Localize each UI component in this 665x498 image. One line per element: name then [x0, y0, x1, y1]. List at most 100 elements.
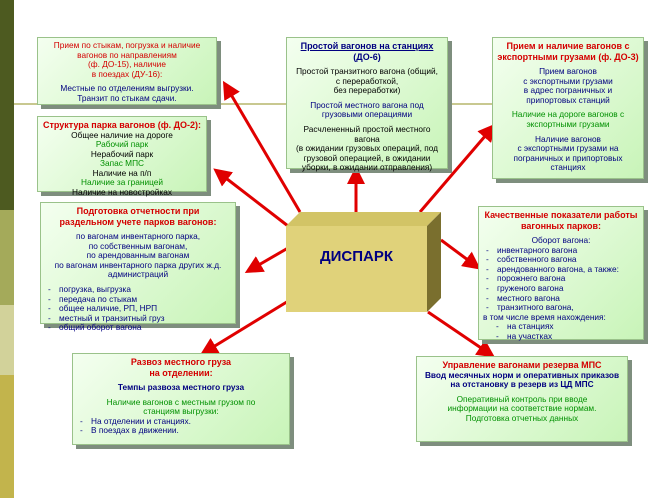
reporting-line: по вагонам инвентарного парка, — [75, 231, 201, 241]
quality-bullet: порожнего вагона — [483, 274, 639, 284]
idle-item: Расчлененный простой местного — [303, 123, 431, 134]
quality-title: Качественные показатели работы — [484, 210, 638, 220]
quality-bullet: груженого вагона — [483, 283, 639, 294]
reserve-line: Ввод месячных норм и оперативных приказо… — [424, 369, 620, 380]
quality-bullet: транзитного вагона, — [483, 303, 639, 313]
center-block: ДИСПАРК — [286, 212, 441, 312]
arrow-to-arrival — [222, 80, 302, 213]
quality-tail-bullet: на станциях — [493, 322, 639, 332]
structure-title: Структура парка вагонов (ф. ДО-2): — [42, 120, 202, 130]
local-title: на отделении: — [149, 367, 213, 378]
idle-item: грузовыми операциями — [321, 109, 413, 120]
reporting-bullet: местный и транзитный груз — [45, 313, 231, 324]
local-line: Наличие вагонов с местным грузом по — [106, 396, 256, 407]
idle-item: (в ожидании грузовых операций, под — [296, 143, 438, 154]
reporting-title: раздельном учете парков вагонов: — [59, 216, 217, 227]
local-title: Развоз местного груза — [130, 357, 232, 367]
arrow-to-reserve — [427, 310, 495, 358]
reporting-bullets: погрузка, выгрузка передача по стыкам об… — [45, 284, 231, 333]
box-reserve: Управление вагонами резерва МПС Ввод мес… — [416, 356, 628, 442]
export-line: Наличие на дороге вагонов с — [511, 109, 625, 120]
box-export: Прием и наличие вагонов с экспортными гр… — [492, 37, 644, 179]
box-reporting: Подготовка отчетности при раздельном уче… — [40, 202, 236, 333]
quality-title: вагонных парков: — [521, 220, 601, 231]
local-line: станциям выгрузки: — [143, 406, 219, 417]
idle-item: грузовой операцией, в ожидании — [303, 152, 431, 163]
export-line: припортовых станций — [526, 94, 610, 105]
center-label: ДИСПАРК — [319, 248, 394, 265]
quality-bullet: арендованного вагона, а также: — [483, 264, 639, 275]
quality-bullet: местного вагона — [483, 293, 639, 304]
export-line: Наличие вагонов — [535, 133, 601, 144]
idle-item: Простой транзитного вагона (общий, — [296, 66, 438, 76]
quality-sub: Оборот вагона: — [531, 235, 591, 245]
center-block-shape — [286, 212, 441, 312]
reporting-line: администраций — [107, 269, 169, 280]
box-idle: Простой вагонов на станциях (ДО-6) Прост… — [286, 37, 448, 172]
box-local: Развоз местного груза на отделении: Темп… — [72, 353, 290, 445]
arrival-line: вагонов по направлениям — [77, 49, 177, 60]
reporting-bullet: погрузка, выгрузка — [45, 284, 231, 295]
arrow-to-quality — [440, 238, 481, 270]
arrival-note: Местные по отделениям выгрузки. — [60, 83, 194, 94]
idle-item: уборки, в ожидании отправления) — [301, 162, 433, 173]
quality-tail-bullet: на участках — [493, 331, 639, 342]
arrival-line: (ф. ДО-15), наличие — [88, 59, 166, 70]
left-accent-bar — [0, 0, 14, 498]
structure-item: Рабочий парк — [95, 139, 149, 150]
export-line: Прием вагонов — [539, 66, 597, 76]
reporting-line: по вагонам инвентарного парка других ж.д… — [54, 259, 222, 270]
reserve-line: Оперативный контроль при вводе — [456, 393, 588, 404]
reserve-line: на отстановку в резерв из ЦД МПС — [450, 379, 594, 390]
idle-title: Простой вагонов на станциях — [300, 41, 434, 51]
reserve-title: Управление вагонами резерва МПС — [442, 360, 602, 370]
quality-bullets: инвентарного вагона собственного вагона … — [483, 245, 639, 313]
arrow-to-export — [418, 123, 496, 213]
export-line: с экспортными грузами — [523, 75, 613, 86]
export-title: Прием и наличие вагонов с — [506, 41, 630, 51]
arrow-to-local — [199, 298, 291, 356]
box-quality: Качественные показатели работы вагонных … — [478, 206, 644, 341]
structure-item: Наличие на новостройках — [72, 187, 172, 198]
reporting-bullet: передача по стыкам — [45, 294, 231, 305]
idle-item: с переработкой, — [335, 75, 399, 86]
reporting-bullet: общее наличие, РП, НРП — [45, 304, 231, 314]
divider-line — [14, 103, 514, 105]
quality-tail: в том числе время нахождения: — [483, 311, 606, 322]
export-line: станциях — [550, 162, 586, 173]
structure-item: Наличие на п/п — [92, 167, 152, 178]
box-structure: Структура парка вагонов (ф. ДО-2): Общее… — [37, 116, 207, 197]
local-bullets: На отделении и станциях. В поездах в дви… — [77, 416, 285, 436]
quality-bullet: собственного вагона — [483, 255, 639, 265]
arrival-line: в поездах (ДУ-16): — [91, 68, 163, 79]
reserve-line: Подготовка отчетных данных — [465, 412, 579, 423]
structure-item: Нерабочий парк — [90, 148, 154, 159]
idle-item: вагона — [354, 133, 380, 144]
quality-tail-bullets: на станциях на участках — [483, 322, 639, 341]
box-arrival: Прием по стыкам, погрузка и наличие ваго… — [37, 37, 217, 105]
arrival-line: Прием по стыкам, погрузка и наличие — [53, 40, 201, 50]
arrow-to-structure — [213, 168, 289, 228]
local-topic: Темпы развоза местного груза — [117, 382, 245, 392]
export-line: с экспортными грузами на — [517, 143, 619, 154]
quality-bullet: инвентарного вагона — [483, 245, 639, 256]
idle-item: без переработки) — [333, 85, 401, 96]
reporting-line: по арендованным вагонам — [86, 250, 190, 261]
export-line: в адрес пограничных и — [523, 85, 613, 96]
idle-item: Простой местного вагона под — [310, 99, 424, 110]
reporting-bullet: общий оборот вагона — [45, 323, 231, 333]
local-bullet: На отделении и станциях. — [77, 416, 285, 427]
arrival-note: Транзит по стыкам сдачи. — [77, 92, 177, 103]
structure-item: Общее наличие на дороге — [71, 129, 173, 140]
export-line: экспортными грузами — [526, 118, 610, 129]
structure-item: Запас МПС — [99, 158, 145, 169]
arrow-to-reporting — [244, 246, 289, 274]
reporting-title: Подготовка отчетности при — [76, 206, 200, 216]
export-line: пограничных и припортовых — [513, 152, 623, 163]
export-title: экспортными грузами (ф. ДО-3) — [497, 51, 639, 62]
reserve-line: информации на соответствие нормам. — [447, 403, 597, 414]
idle-title: (ДО-6) — [353, 51, 381, 62]
structure-item: Наличие за границей — [80, 177, 164, 188]
local-bullet: В поездах в движении. — [77, 426, 285, 436]
